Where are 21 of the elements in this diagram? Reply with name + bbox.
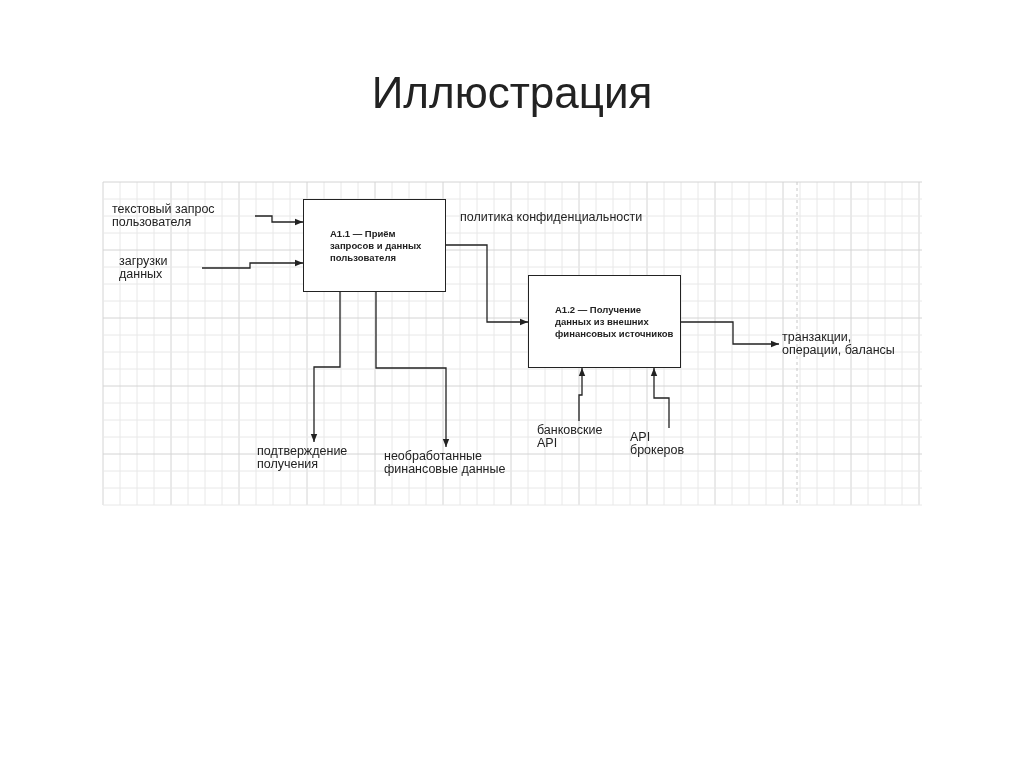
arrow xyxy=(254,215,304,226)
arrow xyxy=(650,367,670,429)
arrow xyxy=(680,321,780,348)
process-title: A1.1 — Приём запросов и данных пользователя xyxy=(329,227,423,264)
flow-label: банковские API xyxy=(537,424,604,450)
arrow xyxy=(445,244,529,326)
flow-label: API брокеров xyxy=(630,431,686,457)
flow-label: текстовый запрос пользователя xyxy=(112,203,216,229)
process-box xyxy=(528,275,681,368)
edge-label: политика конфиденциальности xyxy=(460,211,643,224)
flow-label: необработанные финансовые данные xyxy=(384,450,507,476)
arrow xyxy=(201,259,304,269)
arrow xyxy=(310,291,341,443)
arrow xyxy=(375,291,450,448)
process-title: A1.2 — Получение данных из внешних финансовых источников xyxy=(554,303,675,340)
process-box xyxy=(303,199,446,292)
flow-label: транзакции, операции, балансы xyxy=(782,331,896,357)
flow-label: загрузки данных xyxy=(119,255,169,281)
flow-label: подтверждение получения xyxy=(257,445,349,471)
title: Иллюстрация xyxy=(370,68,654,118)
arrow xyxy=(578,367,586,422)
